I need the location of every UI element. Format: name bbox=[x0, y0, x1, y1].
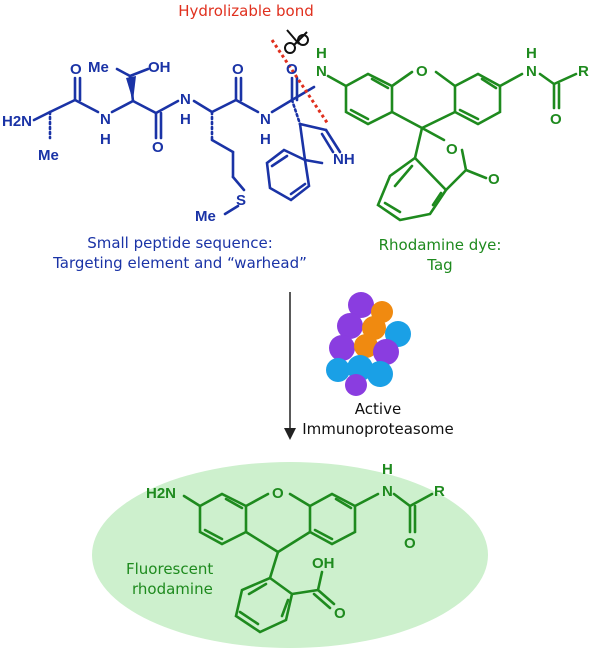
proteasome-caption-line1: Active bbox=[355, 400, 401, 418]
atom-o-lactone: O bbox=[446, 141, 458, 158]
prod-atom-h: H bbox=[382, 461, 393, 478]
product-caption-line1: Fluorescent bbox=[126, 560, 213, 578]
peptide-caption-line2: Targeting element and “warhead” bbox=[52, 254, 307, 272]
cleavage-line bbox=[270, 39, 330, 125]
dye-atom-labels: H N O H N R O O O bbox=[316, 45, 589, 188]
atom-me-met: Me bbox=[195, 208, 216, 225]
peptide-atom-labels: H2N Me O N H Me OH O N H O N H O NH S Me bbox=[2, 59, 355, 225]
hydrolizable-bond-label: Hydrolizable bond bbox=[178, 2, 314, 20]
peptide-caption-line1: Small peptide sequence: bbox=[87, 234, 273, 252]
scissors-icon bbox=[284, 29, 309, 54]
prod-atom-n: N bbox=[382, 483, 393, 500]
atom-h-amide: H bbox=[316, 45, 327, 62]
dye-caption-line1: Rhodamine dye: bbox=[379, 236, 502, 254]
atom-me-ala: Me bbox=[38, 147, 59, 164]
atom-o1: O bbox=[70, 61, 82, 78]
product-background bbox=[92, 462, 488, 648]
atom-o3: O bbox=[232, 61, 244, 78]
atom-o-carbonyl: O bbox=[488, 171, 500, 188]
prod-atom-r: R bbox=[434, 483, 445, 500]
proteasome-caption-line2: Immunoproteasome bbox=[302, 420, 454, 438]
atom-h-right: H bbox=[526, 45, 537, 62]
prod-atom-h2n: H2N bbox=[146, 485, 176, 502]
atom-n1: N bbox=[100, 111, 111, 128]
atom-oh-thr: OH bbox=[148, 59, 171, 76]
prod-atom-o2: O bbox=[334, 605, 346, 622]
atom-h2: H bbox=[180, 111, 191, 128]
peptide-sequence bbox=[32, 67, 342, 216]
product-caption-line2: rhodamine bbox=[132, 580, 213, 598]
atom-o2: O bbox=[152, 139, 164, 156]
atom-nh-indole: NH bbox=[333, 151, 355, 168]
arrow-head bbox=[284, 428, 296, 440]
atom-o4: O bbox=[286, 61, 298, 78]
atom-o-right: O bbox=[550, 111, 562, 128]
atom-s-met: S bbox=[236, 192, 246, 209]
proteasome-cluster-icon bbox=[326, 292, 411, 396]
prod-atom-o-xanthene: O bbox=[272, 485, 284, 502]
atom-h1: H bbox=[100, 131, 111, 148]
dye-caption-line2: Tag bbox=[426, 256, 452, 274]
fluorescent-rhodamine-structure bbox=[182, 492, 434, 634]
product-atom-labels: H2N O H N R O OH O bbox=[146, 461, 445, 622]
atom-r-right: R bbox=[578, 63, 589, 80]
rhodamine-dye bbox=[326, 70, 578, 222]
atom-me-thr: Me bbox=[88, 59, 109, 76]
atom-h2n: H2N bbox=[2, 113, 32, 130]
atom-o-xanthene: O bbox=[416, 63, 428, 80]
prod-atom-oh: OH bbox=[312, 555, 335, 572]
atom-h3: H bbox=[260, 131, 271, 148]
atom-n3: N bbox=[260, 111, 271, 128]
atom-n2: N bbox=[180, 91, 191, 108]
prod-atom-o: O bbox=[404, 535, 416, 552]
atom-n-amide: N bbox=[316, 63, 327, 80]
atom-n-right: N bbox=[526, 63, 537, 80]
